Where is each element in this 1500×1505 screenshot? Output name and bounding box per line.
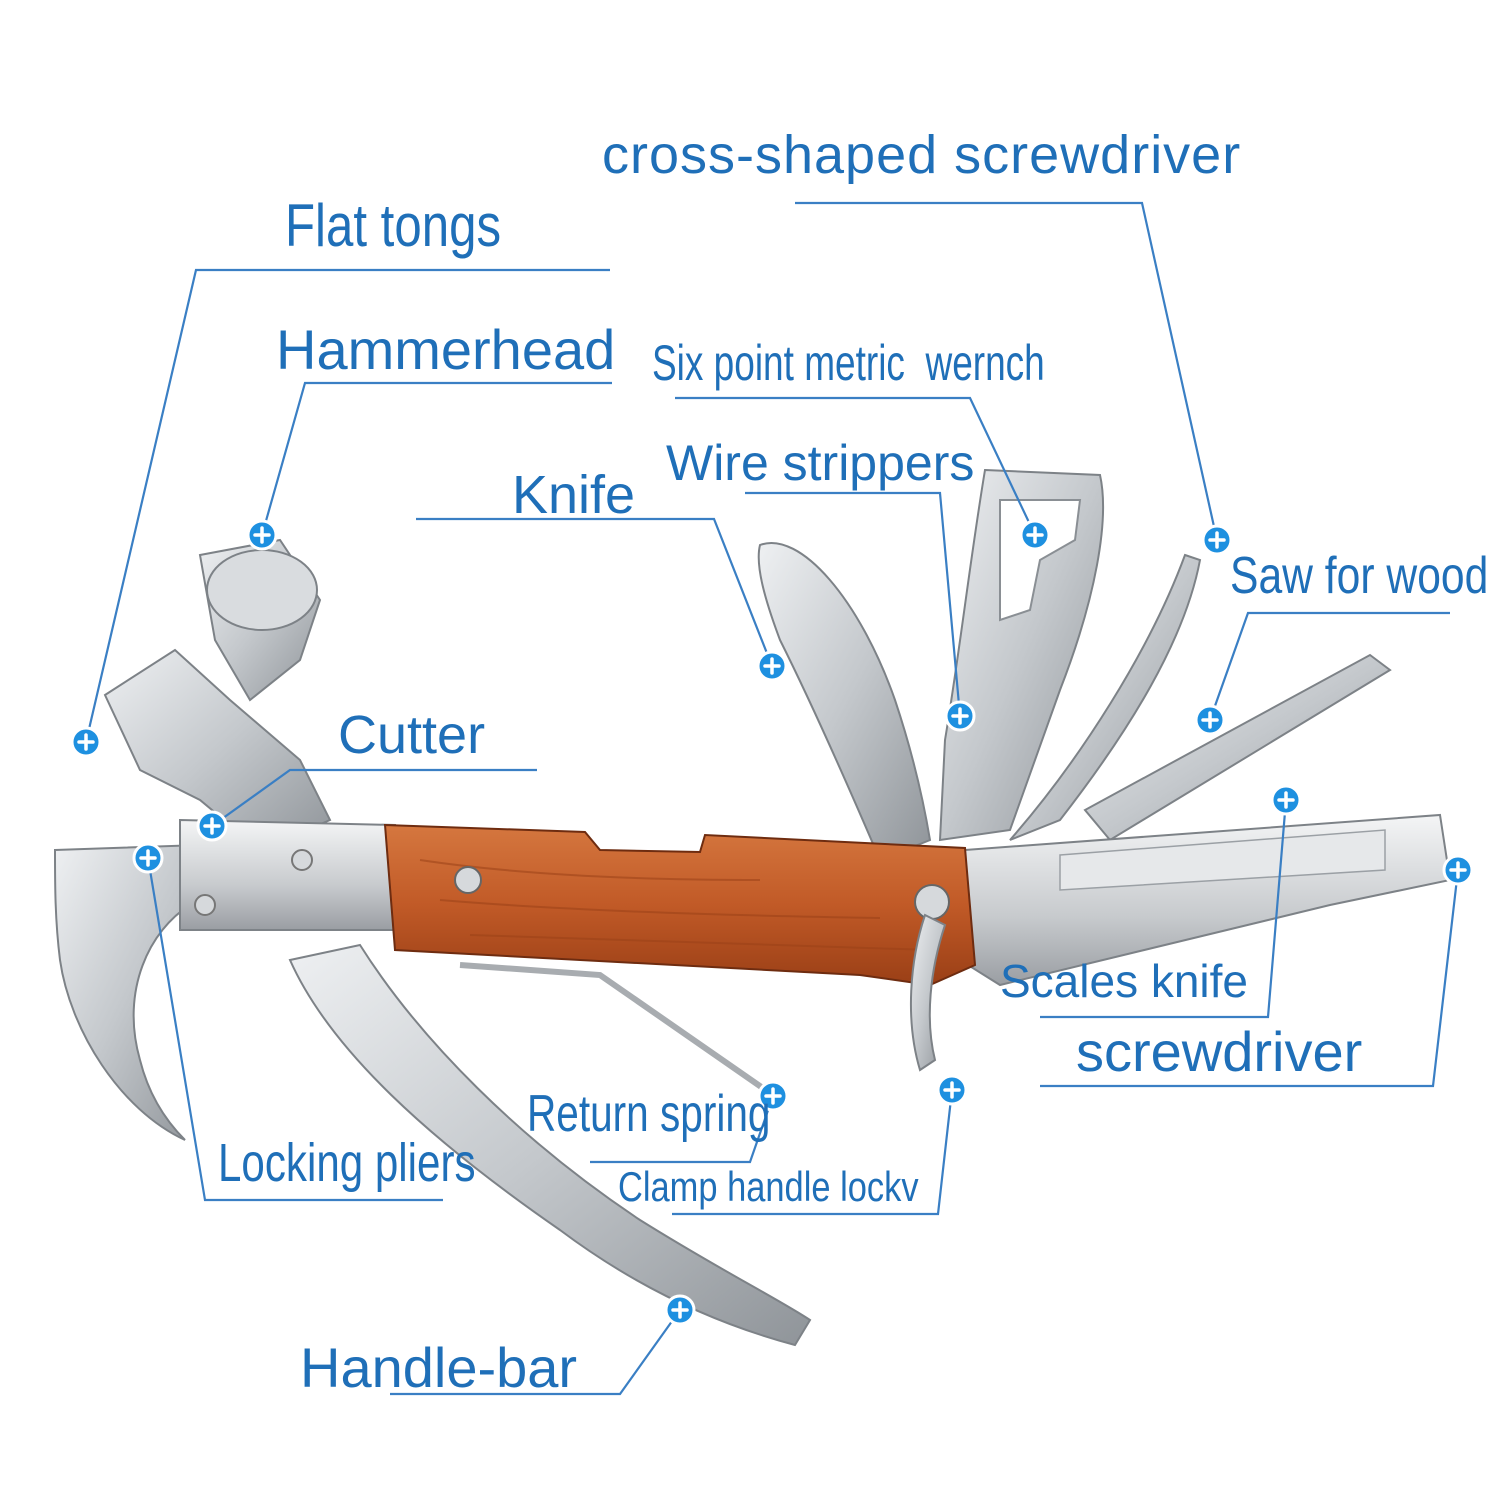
screwdriver-blade (1009, 553, 1202, 841)
marker-locking-pliers-plus-icon[interactable] (132, 842, 164, 874)
clamp-lock-lever (909, 913, 947, 1072)
knife-blade (757, 542, 932, 862)
rivet (291, 849, 313, 871)
wood-grain (419, 859, 931, 951)
label-clamp-handle-lock: Clamp handle lockv (618, 1163, 919, 1210)
label-hammerhead: Hammerhead (276, 318, 616, 381)
label-knife: Knife (512, 465, 636, 525)
marker-handle-bar-plus-icon[interactable] (664, 1294, 696, 1326)
label-locking-pliers: Locking pliers (218, 1133, 476, 1193)
claw-hook (53, 843, 202, 1141)
handle-bar (288, 943, 812, 1347)
leader-clamp-lock (672, 1089, 954, 1216)
leader-locking-pliers (146, 857, 443, 1202)
marker-return-spring-plus-icon[interactable] (757, 1080, 789, 1112)
leader-flat-tongs (84, 268, 610, 743)
marker-cross-screwdriver-plus-icon[interactable] (1201, 524, 1233, 556)
leader-screwdriver (1040, 869, 1460, 1088)
marker-screwdriver-plus-icon[interactable] (1442, 854, 1474, 886)
marker-cutter-plus-icon[interactable] (196, 810, 228, 842)
scales-knife-inset (1059, 829, 1386, 891)
wrench-plate (938, 468, 1105, 842)
label-cutter: Cutter (338, 705, 486, 765)
marker-hammerhead-plus-icon[interactable] (246, 519, 278, 551)
lock-screw (914, 884, 950, 920)
leader-cross-screwdriver (795, 201, 1219, 541)
leader-return-spring (590, 1095, 775, 1164)
hammer-face (206, 549, 318, 631)
label-wire-strippers: Wire strippers (666, 435, 975, 491)
label-screwdriver: screwdriver (1076, 1020, 1363, 1083)
marker-six-point-wrench-plus-icon[interactable] (1019, 519, 1051, 551)
label-return-spring: Return spring (527, 1085, 771, 1143)
return-spring (459, 962, 782, 1103)
hotspot-markers (70, 519, 1474, 1326)
label-flat-tongs: Flat tongs (285, 192, 502, 259)
marker-clamp-lock-plus-icon[interactable] (936, 1074, 968, 1106)
wood-handle (383, 823, 977, 987)
label-six-point-wrench: Six point metric wernch (652, 335, 1045, 391)
label-saw-for-wood: Saw for wood (1230, 547, 1489, 605)
leader-six-point-wrench (675, 396, 1036, 536)
leader-scales-knife (1040, 799, 1288, 1019)
leader-hammerhead (260, 381, 612, 536)
marker-saw-for-wood-plus-icon[interactable] (1194, 704, 1226, 736)
marker-flat-tongs-plus-icon[interactable] (70, 726, 102, 758)
leader-lines (84, 201, 1460, 1396)
multitool-body (53, 468, 1452, 1347)
rivet (194, 894, 216, 916)
marker-wire-strippers-plus-icon[interactable] (944, 700, 976, 732)
leader-knife (416, 517, 774, 667)
wrench-slot (999, 499, 1082, 622)
leader-handle-bar (390, 1309, 681, 1396)
label-scales-knife: Scales knife (1000, 955, 1249, 1007)
leader-wire-strippers (745, 491, 962, 717)
marker-knife-plus-icon[interactable] (756, 650, 788, 682)
handle-screw (454, 866, 482, 894)
leader-cutter (211, 768, 537, 827)
marker-scales-knife-plus-icon[interactable] (1270, 784, 1302, 816)
leader-saw-for-wood (1208, 611, 1450, 721)
label-cross-shaped-screwdriver: cross-shaped screwdriver (602, 125, 1242, 185)
flat-tongs-jaw (103, 648, 332, 852)
label-handle-bar: Handle-bar (300, 1336, 578, 1399)
